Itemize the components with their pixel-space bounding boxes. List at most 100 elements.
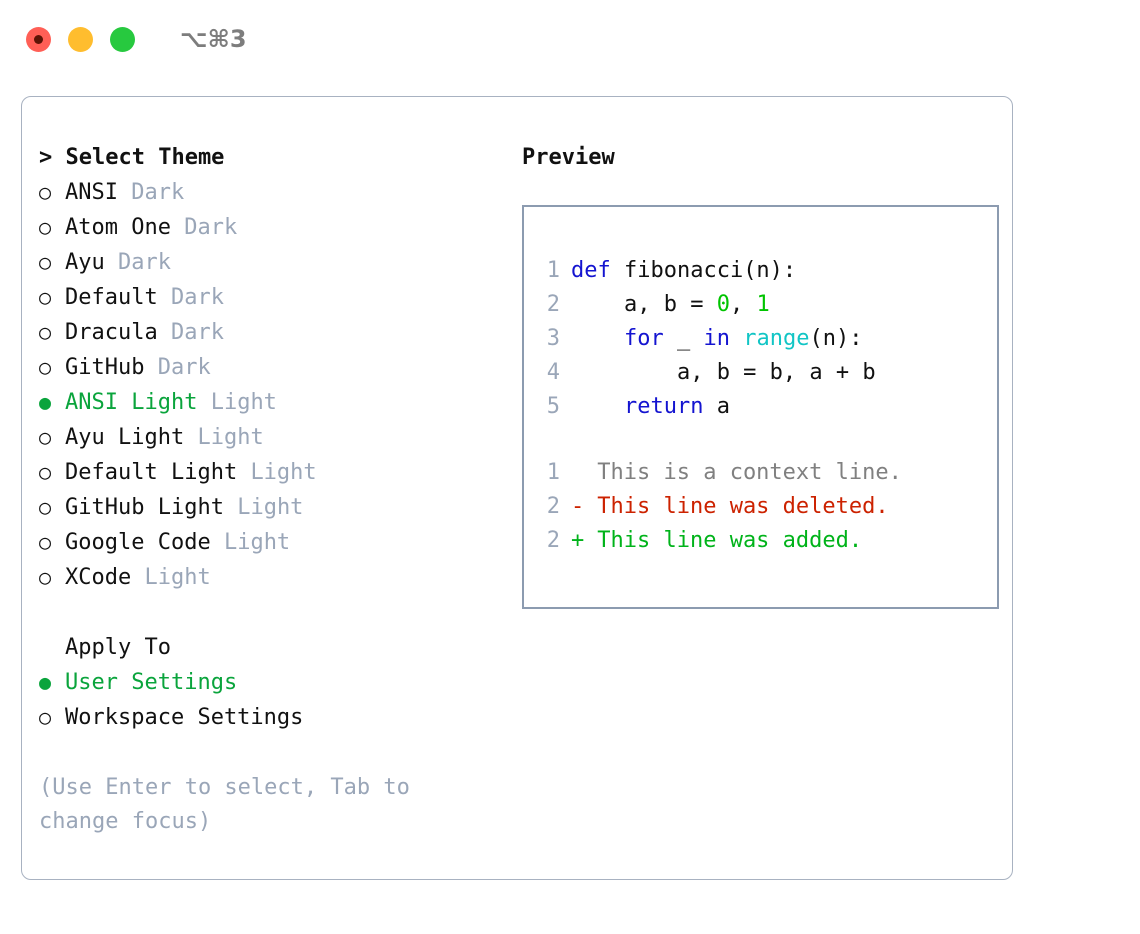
code-token: range — [743, 326, 810, 351]
preview-title: Preview — [522, 145, 615, 170]
diff-text: This line was deleted. — [584, 494, 889, 519]
keyboard-shortcut-label: ⌥⌘3 — [180, 25, 247, 53]
theme-picker-panel: > Select Theme ○ANSI Dark○Atom One Dark○… — [21, 96, 1013, 880]
maximize-light-icon[interactable] — [110, 26, 135, 52]
radio-unselected-icon[interactable]: ○ — [39, 530, 52, 554]
theme-option-row[interactable]: ○Default Light Light — [39, 455, 509, 490]
apply-to-option-row[interactable]: ○ Workspace Settings — [39, 700, 509, 735]
code-line-number: 5 — [546, 394, 560, 419]
theme-option-variant: Light — [237, 495, 304, 520]
theme-option-name: Google Code — [65, 530, 211, 555]
radio-unselected-icon[interactable]: ○ — [39, 460, 52, 484]
radio-unselected-icon[interactable]: ○ — [39, 215, 52, 239]
theme-option-name: Default — [65, 285, 158, 310]
theme-option-variant: Dark — [131, 180, 185, 205]
theme-option-row[interactable]: ○ XCode Light — [39, 560, 509, 595]
code-diff-separator — [534, 424, 997, 456]
theme-option-row[interactable]: ○ GitHub Light Light — [39, 490, 509, 525]
radio-selected-icon[interactable]: ● — [39, 670, 52, 694]
apply-to-option-name: Workspace Settings — [65, 705, 304, 730]
code-token: _ — [663, 326, 704, 351]
code-token: in — [703, 326, 730, 351]
theme-option-name: Ayu — [65, 250, 105, 275]
theme-option-name: Dracula — [65, 320, 158, 345]
diff-marker — [571, 456, 584, 490]
theme-option-variant: Dark — [157, 355, 211, 380]
diff-sample: 1 This is a context line.2- This line wa… — [534, 456, 997, 558]
theme-option-name: GitHub — [65, 355, 145, 380]
diff-line: 2- This line was deleted. — [534, 490, 997, 524]
theme-list: ○ ANSI Dark ○ Atom One Dark ○ Ayu Dark ○ Defaul… — [39, 175, 509, 595]
minimize-light-icon[interactable] — [68, 26, 93, 52]
code-token: def — [571, 258, 624, 283]
theme-selection-column: > Select Theme ○ANSI Dark○Atom One Dark○… — [39, 141, 509, 879]
code-token: 0 — [716, 292, 730, 317]
theme-option-row[interactable]: ○ ANSI Dark — [39, 175, 509, 210]
code-token: 1 — [756, 292, 770, 317]
diff-line-number: 2 — [546, 528, 560, 553]
diff-line-number: 2 — [546, 494, 560, 519]
theme-option-name: ANSI Light — [65, 390, 198, 415]
close-light-icon[interactable] — [26, 26, 51, 52]
code-line-number: 1 — [546, 258, 560, 283]
radio-unselected-icon[interactable]: ○ — [39, 250, 52, 274]
code-line: 3 for _ in range(n): — [534, 322, 997, 356]
code-line: 5 return a — [534, 390, 997, 424]
diff-line: 1 This is a context line. — [534, 456, 997, 490]
radio-unselected-icon[interactable]: ○ — [39, 355, 52, 379]
radio-unselected-icon[interactable]: ○ — [39, 565, 52, 589]
code-token: return — [623, 394, 704, 419]
radio-unselected-icon[interactable]: ○ — [39, 320, 52, 344]
theme-option-row[interactable]: ○ Google Code Light — [39, 525, 509, 560]
theme-option-name: GitHub Light — [65, 495, 224, 520]
theme-option-name: Default Light — [65, 460, 238, 485]
apply-to-option-row[interactable]: ● User Settings — [39, 665, 509, 700]
radio-unselected-icon[interactable]: ○ — [39, 425, 52, 449]
apply-to-list: ● User Settings ○ Workspace Settings — [39, 665, 509, 735]
code-line-number: 4 — [546, 360, 560, 385]
theme-option-row[interactable]: ● ANSI Light Light — [39, 385, 509, 420]
radio-unselected-icon[interactable]: ○ — [39, 180, 52, 204]
theme-option-variant: Light — [210, 390, 277, 415]
theme-option-name: ANSI — [65, 180, 118, 205]
theme-option-name: XCode — [65, 565, 132, 590]
apply-to-option-name: User Settings — [65, 670, 238, 695]
code-token: (n): — [809, 326, 863, 351]
theme-option-variant: Light — [197, 425, 264, 450]
theme-option-variant: Light — [223, 530, 291, 555]
theme-option-variant: Light — [144, 565, 211, 590]
code-token: a, b = b, a + b — [571, 360, 876, 385]
diff-text: This is a context line. — [584, 460, 902, 485]
code-token: a, b = — [571, 292, 717, 317]
code-token — [571, 322, 624, 356]
theme-option-row[interactable]: ○Atom One Dark — [39, 210, 509, 245]
theme-option-row[interactable]: ○ Dracula Dark — [39, 315, 509, 350]
window-controls — [26, 26, 135, 52]
theme-option-name: Atom One — [65, 215, 171, 240]
keyboard-hint: (Use Enter to select, Tab to change focu… — [39, 775, 424, 834]
code-line-number: 3 — [546, 326, 560, 351]
theme-option-name: Ayu Light — [65, 425, 185, 450]
code-line-number: 2 — [546, 292, 560, 317]
diff-marker: + — [571, 528, 585, 553]
radio-unselected-icon[interactable]: ○ — [39, 705, 52, 729]
theme-option-row[interactable]: ○ Ayu Dark — [39, 245, 509, 280]
diff-text: This line was added. — [584, 528, 863, 553]
recording-dot-icon — [34, 34, 43, 44]
code-token: a — [703, 394, 730, 419]
theme-option-row[interactable]: ○ GitHub Dark — [39, 350, 509, 385]
theme-option-row[interactable]: ○Default Dark — [39, 280, 509, 315]
code-line: 2 a, b = 0, 1 — [534, 288, 997, 322]
diff-marker: - — [571, 494, 585, 519]
diff-line: 2 + This line was added. — [534, 524, 997, 558]
radio-unselected-icon[interactable]: ○ — [39, 285, 52, 309]
apply-to-header: Apply To — [65, 635, 171, 660]
theme-option-variant: Dark — [118, 250, 171, 275]
theme-option-variant: Dark — [170, 320, 224, 345]
radio-unselected-icon[interactable]: ○ — [39, 495, 52, 519]
theme-option-row[interactable]: ○ Ayu Light Light — [39, 420, 509, 455]
radio-selected-icon[interactable]: ● — [39, 390, 52, 414]
